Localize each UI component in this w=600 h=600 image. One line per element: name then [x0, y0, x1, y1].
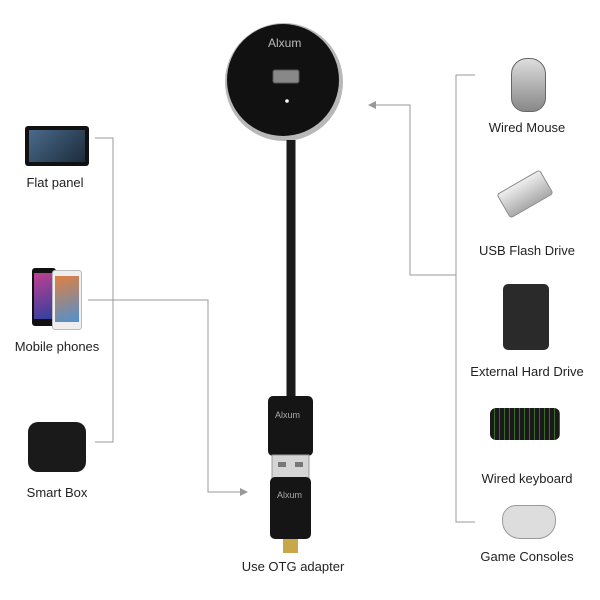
gamepad-icon [502, 505, 556, 539]
adapter-brand-logo-2: Alxum [277, 490, 303, 500]
otg-adapter-label: Use OTG adapter [241, 559, 345, 574]
device-label-external-hard-drive: External Hard Drive [470, 364, 584, 379]
otg-adapter [268, 396, 313, 553]
device-label-wired-mouse: Wired Mouse [488, 120, 566, 135]
device-label-smart-box: Smart Box [26, 485, 88, 500]
phone-icon-2 [52, 270, 82, 330]
device-label-usb-flash-drive: USB Flash Drive [478, 243, 576, 258]
mouse-icon [511, 58, 546, 112]
keyboard-icon [490, 408, 560, 440]
tv-box-icon [28, 422, 86, 472]
device-label-mobile-phones: Mobile phones [14, 339, 100, 354]
hard-drive-icon [503, 284, 549, 350]
device-label-flat-panel: Flat panel [26, 175, 84, 190]
tablet-icon [25, 126, 89, 166]
hub-brand-logo: Alxum [268, 36, 302, 50]
device-label-game-consoles: Game Consoles [480, 549, 574, 564]
adapter-brand-logo: Alxum [275, 410, 301, 420]
usb-hub [225, 23, 343, 141]
device-label-wired-keyboard: Wired keyboard [481, 471, 573, 486]
